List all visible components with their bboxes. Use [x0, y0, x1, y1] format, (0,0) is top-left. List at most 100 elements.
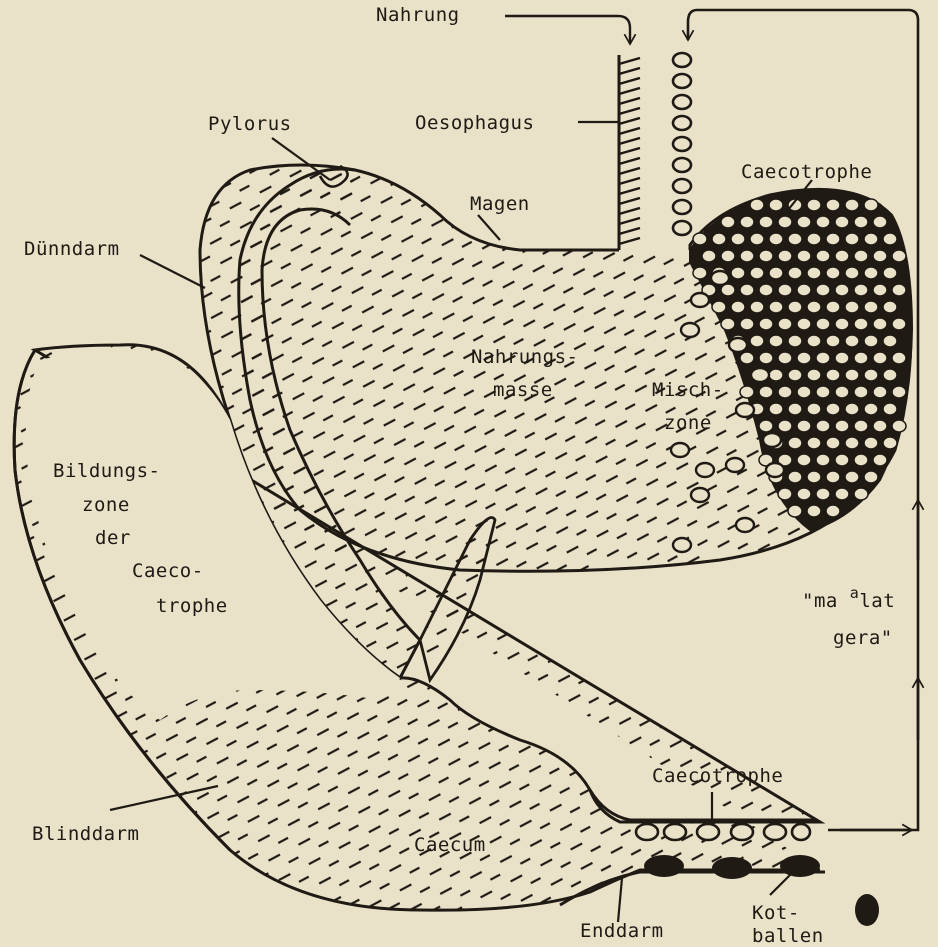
caecotrophe-pellet	[826, 403, 840, 415]
caecotrophe-pellet	[892, 352, 906, 364]
leader-magen	[478, 215, 500, 240]
caecotrophe-pellet	[864, 403, 878, 415]
caecotrophe-pellet	[873, 454, 887, 466]
caecotrophe-pellet	[826, 335, 840, 347]
caecotrophe-pellet	[835, 318, 849, 330]
caecotrophe-pellet	[873, 250, 887, 262]
caecotrophe-pellet	[864, 267, 878, 279]
caecotrophe-pellet	[740, 250, 754, 262]
oesophagus-pellet	[673, 74, 691, 88]
leader-kotballen	[770, 870, 795, 895]
caecotrophe-pellet	[864, 471, 878, 483]
mixing-zone-pellet	[691, 293, 709, 307]
caecotrophe-pellet	[892, 284, 906, 296]
caecotrophe-pellet	[845, 301, 859, 313]
oesophagus-pellet	[673, 200, 691, 214]
caecotrophe-pellet	[778, 352, 792, 364]
caecotrophe-pellet	[845, 369, 859, 381]
caecotrophe-pellet	[864, 437, 878, 449]
label-nahrungsmasse-1: Nahrungs-	[471, 348, 578, 367]
caecotrophe-pellet	[854, 216, 868, 228]
caecotrophe-pellet	[816, 488, 830, 500]
label-enddarm: Enddarm	[580, 922, 664, 941]
oesophagus-hatch-stroke	[619, 208, 640, 214]
caecotrophe-pellet	[731, 233, 745, 245]
label-bildungszone-2: zone	[82, 496, 130, 515]
label-blinddarm: Blinddarm	[32, 825, 139, 844]
oesophagus-pellet	[673, 95, 691, 109]
caecotrophe-pellet	[835, 216, 849, 228]
caecotrophe-pellet	[797, 488, 811, 500]
caecotrophe-pellet	[769, 301, 783, 313]
caecotrophe-pellet	[750, 267, 764, 279]
caecotrophe-pellet	[845, 403, 859, 415]
caecotrophe-pellet	[788, 301, 802, 313]
caecotrophe-pellet	[816, 318, 830, 330]
caecotrophe-pellet	[845, 335, 859, 347]
label-bildungszone-4: Caeco-	[132, 562, 204, 581]
caecotrophe-pellet	[864, 199, 878, 211]
caecotrophe-pellet	[883, 437, 897, 449]
caecotrophe-pellet	[778, 250, 792, 262]
caecotrophe-pellet	[845, 267, 859, 279]
caecotrophe-pellet	[835, 284, 849, 296]
caecotrophe-pellet	[740, 284, 754, 296]
caecotrophe-pellet	[788, 403, 802, 415]
caecotrophe-pellet	[693, 233, 707, 245]
caecotrophe-pellet	[864, 301, 878, 313]
caecotrophe-pellet	[816, 352, 830, 364]
oesophagus-hatch-stroke	[619, 138, 640, 144]
oesophagus-pellet	[673, 53, 691, 67]
caecotrophe-pellet	[854, 420, 868, 432]
caecotrophe-pellet	[826, 505, 840, 517]
caecotrophe-pellet	[807, 471, 821, 483]
label-malat-2: lat	[859, 590, 895, 612]
caecotrophe-pellet	[892, 420, 906, 432]
mixing-zone-pellet	[729, 338, 747, 352]
caecotrophe-pellet	[864, 335, 878, 347]
label-pylorus: Pylorus	[208, 115, 292, 134]
oesophagus-hatch-stroke	[619, 218, 640, 224]
food-arrow	[505, 16, 630, 44]
mixing-zone-pellet	[726, 458, 744, 472]
oesophagus-hatch-stroke	[619, 178, 640, 184]
caecotrophe-pellet	[835, 386, 849, 398]
caecotrophe-pellet	[826, 437, 840, 449]
label-caecum: Caecum	[414, 836, 486, 855]
caecotrophe-pellet	[845, 471, 859, 483]
mixing-zone-pellet	[673, 538, 691, 552]
label-mischzone-1: Misch-	[652, 381, 724, 400]
caecotrophe-pellet	[759, 284, 773, 296]
caecotrophe-pellet	[845, 233, 859, 245]
caecotrophe-pellet	[759, 386, 773, 398]
mixing-zone-pellet	[736, 518, 754, 532]
mixing-zone-pellet	[691, 488, 709, 502]
caecotrophe-pellet	[759, 216, 773, 228]
caecotrophe-pellet	[883, 267, 897, 279]
caecotrophe-pellet	[845, 437, 859, 449]
caecotrophe-pellet	[721, 318, 735, 330]
caecotrophe-pellet	[769, 267, 783, 279]
caecotrophe-pellet	[721, 216, 735, 228]
label-magen: Magen	[470, 195, 530, 214]
label-malat-1-text: "ma	[802, 590, 838, 612]
mixing-zone-pellet	[671, 443, 689, 457]
caecotrophe-pellet	[797, 216, 811, 228]
caecotrophe-pellet	[883, 335, 897, 347]
caecotrophe-pellet	[807, 267, 821, 279]
caecotrophe-pellet	[769, 199, 783, 211]
label-kotballen-1: Kot-	[752, 904, 800, 923]
caecotrophe-pellet	[835, 488, 849, 500]
caecotrophe-pellet	[769, 233, 783, 245]
label-nahrung: Nahrung	[376, 6, 460, 25]
mixing-zone-pellet	[751, 368, 769, 382]
oesophagus-hatch-stroke	[619, 228, 640, 234]
caecotrophe-pellet	[835, 250, 849, 262]
oesophagus-hatch-stroke	[619, 128, 640, 134]
oesophagus-hatch-stroke	[619, 68, 640, 74]
caecotrophe-pellet	[816, 420, 830, 432]
mixing-zone-pellet	[711, 271, 729, 285]
caecotrophe-pellet	[778, 488, 792, 500]
caecotrophe-pellet	[731, 301, 745, 313]
caecotrophe-pellet	[873, 318, 887, 330]
